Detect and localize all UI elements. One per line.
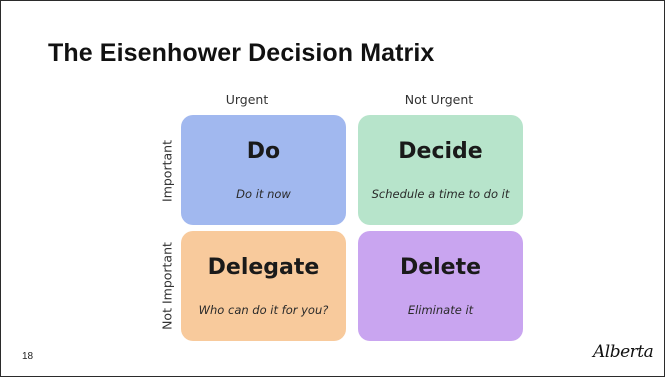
matrix-cell-do: Do Do it now: [181, 115, 346, 225]
matrix-cell-delete: Delete Eliminate it: [358, 231, 523, 341]
page-number: 18: [22, 351, 34, 362]
alberta-logo: Alberta: [593, 342, 654, 362]
cell-subtext-do: Do it now: [236, 187, 291, 201]
row-header-not-important: Not Important: [159, 242, 175, 330]
cell-subtext-decide: Schedule a time to do it: [371, 187, 510, 201]
cell-heading-decide: Decide: [398, 139, 483, 164]
matrix-cell-delegate: Delegate Who can do it for you?: [181, 231, 346, 341]
column-header-urgent: Urgent: [225, 92, 269, 107]
cell-subtext-delegate: Who can do it for you?: [198, 303, 329, 317]
column-header-not-urgent: Not Urgent: [404, 92, 474, 107]
cell-heading-do: Do: [246, 139, 281, 164]
cell-heading-delete: Delete: [399, 255, 482, 280]
row-header-important: Important: [159, 140, 175, 202]
cell-subtext-delete: Eliminate it: [407, 303, 474, 317]
matrix-cell-decide: Decide Schedule a time to do it: [358, 115, 523, 225]
cell-heading-delegate: Delegate: [207, 255, 320, 280]
slide-title: The Eisenhower Decision Matrix: [48, 39, 435, 67]
